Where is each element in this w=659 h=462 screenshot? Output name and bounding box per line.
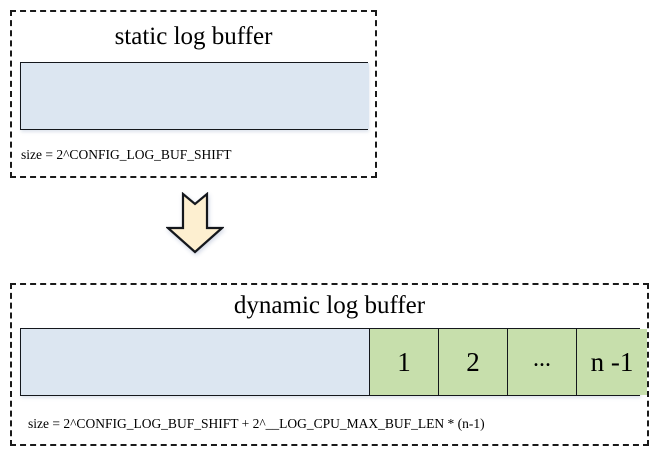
cpu-buffer-cell: ... xyxy=(507,329,576,395)
static-size-caption: size = 2^CONFIG_LOG_BUF_SHIFT xyxy=(21,147,232,162)
dynamic-log-buffer-title: dynamic log buffer xyxy=(233,292,426,319)
down-block-arrow-icon xyxy=(166,192,224,254)
dynamic-log-buffer-bar: 1 2 ... n -1 xyxy=(20,328,647,396)
cpu-buffer-cell: 1 xyxy=(369,329,438,395)
cpu-buffer-cell: n -1 xyxy=(576,329,647,395)
down-block-arrow-shape xyxy=(166,192,224,254)
dynamic-base-buffer-region xyxy=(21,329,369,395)
dynamic-size-caption: size = 2^CONFIG_LOG_BUF_SHIFT + 2^__LOG_… xyxy=(28,416,485,431)
static-log-buffer-title: static log buffer xyxy=(114,23,273,50)
dynamic-log-buffer-group: dynamic log buffer 1 2 ... n -1 size = 2… xyxy=(10,283,649,446)
static-log-buffer-bar xyxy=(20,62,369,130)
static-buffer-region xyxy=(21,63,369,129)
static-log-buffer-group: static log buffer size = 2^CONFIG_LOG_BU… xyxy=(10,10,377,178)
cpu-buffer-cell: 2 xyxy=(438,329,507,395)
